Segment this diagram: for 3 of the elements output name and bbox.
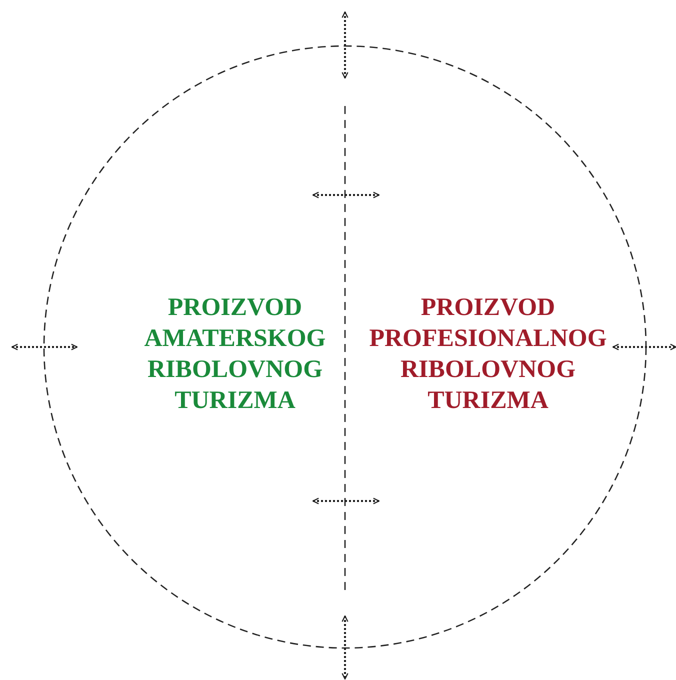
category-label: PROIZVOD PROFESIONALNOG RIBOLOVNOG TURIZMA (357, 292, 619, 416)
dashed-circle (43, 45, 647, 649)
category-label: PROIZVOD AMATERSKOG RIBOLOVNOG TURIZMA (140, 292, 330, 416)
